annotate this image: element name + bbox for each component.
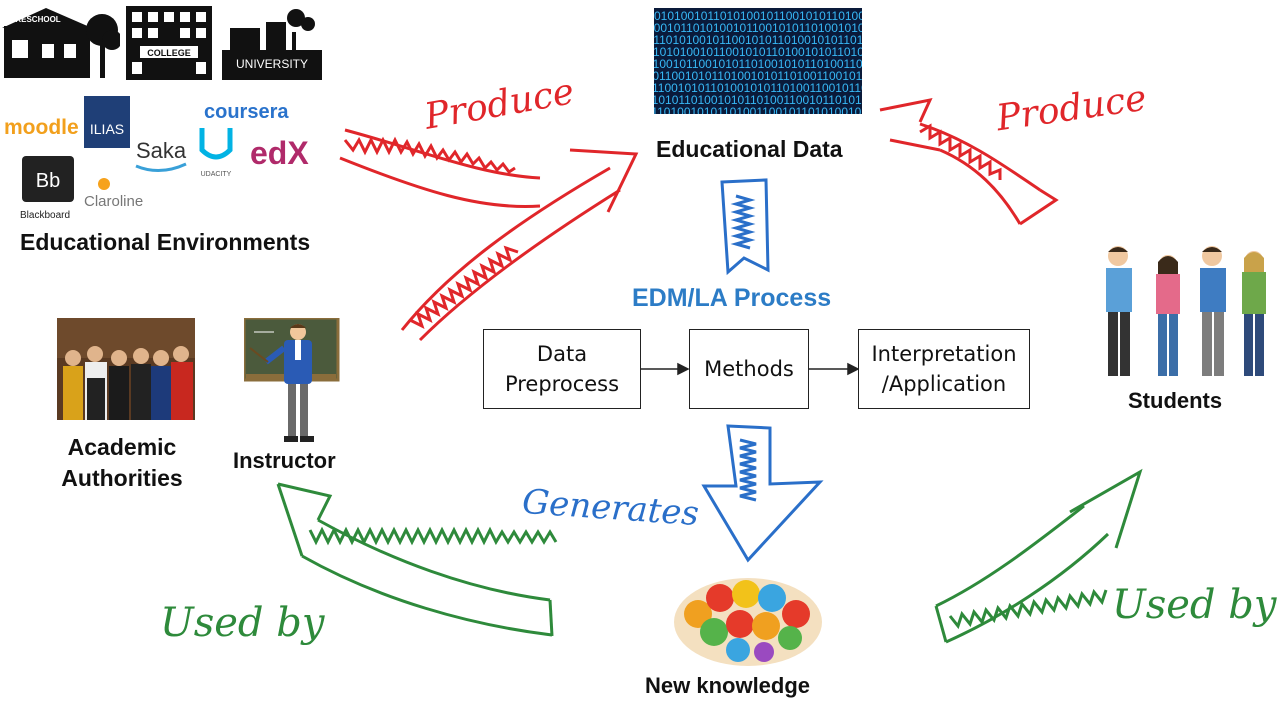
college-building: COLLEGE	[126, 6, 212, 82]
process-step-line1: Interpretation	[871, 342, 1017, 366]
coursera-logo: coursera	[204, 101, 289, 123]
generates-arrow	[701, 424, 824, 563]
college-label: COLLEGE	[147, 48, 191, 58]
university-building: UNIVERSITY	[222, 2, 328, 82]
binary-row: 1001011010100101100101011010010101101001…	[654, 21, 862, 35]
binary-data-image: 0101001011010100101100101011010010101101…	[654, 8, 862, 114]
academic-authorities-line1: Academic	[67, 434, 177, 460]
edm-process-title: EDM/LA Process	[632, 284, 832, 312]
university-label: UNIVERSITY	[236, 57, 308, 71]
platform-logos-panel: moodle ILIAS Saka coursera UDACITY edX B…	[0, 90, 330, 221]
binary-row: 0101011010010101101001100101101010010110…	[654, 93, 862, 107]
used-by-left-arrow	[276, 482, 558, 637]
data-to-process-arrow	[720, 178, 770, 276]
students-illustration	[1088, 240, 1278, 386]
process-step-methods: Methods	[689, 329, 809, 409]
binary-row: 1011010100101100101011010010101101001100…	[654, 33, 862, 47]
used-by-left-label: Used by	[160, 600, 325, 646]
blackboard-label: Blackboard	[20, 210, 70, 220]
process-step-line1: Methods	[704, 357, 794, 381]
udacity-label: UDACITY	[201, 171, 232, 178]
process-step-data-preprocess: Data Preprocess	[483, 329, 641, 409]
process-step-line1: Data	[536, 342, 588, 366]
binary-row: 1011010010101101001100101101010010110100…	[654, 105, 862, 114]
binary-row: 1100101011010010101101001100101101010010…	[654, 81, 862, 95]
produce-right-arrow	[879, 97, 1059, 226]
binary-row: 0101100101011010010101101001100101101010…	[654, 69, 862, 83]
preschool-label: PRESCHOOL	[10, 15, 61, 24]
new-knowledge-caption: New knowledge	[645, 673, 811, 698]
academic-authorities-photo	[57, 318, 195, 420]
preschool-building: PRESCHOOL	[2, 4, 122, 80]
produce-left-arrow	[339, 128, 639, 342]
process-step-line2: Preprocess	[504, 372, 620, 396]
instructor-caption: Instructor	[233, 448, 336, 473]
process-connectors	[640, 362, 860, 376]
knowledge-brain-image	[668, 574, 828, 670]
used-by-right-arrow	[934, 468, 1143, 644]
used-by-right-label: Used by	[1112, 582, 1277, 628]
moodle-logo: moodle	[4, 116, 79, 139]
educational-data-caption: Educational Data	[656, 136, 843, 162]
blackboard-icon: Bb	[36, 170, 60, 192]
binary-row: 0100101100101011010010101101001100101101…	[654, 57, 862, 71]
educational-environments-caption: Educational Environments	[20, 229, 311, 255]
students-caption: Students	[1128, 388, 1223, 413]
process-step-interpretation: Interpretation /Application	[858, 329, 1030, 409]
saka-logo: Saka	[136, 138, 187, 163]
instructor-figure	[242, 316, 340, 446]
claroline-logo: Claroline	[84, 193, 143, 210]
academic-authorities-line2: Authorities	[61, 465, 183, 491]
binary-row: 1010100101100101011010010101101001100101…	[654, 45, 862, 59]
binary-row: 0101001011010100101100101011010010101101…	[654, 9, 862, 23]
edx-logo: edX	[250, 135, 309, 171]
ilias-logo: ILIAS	[90, 121, 124, 137]
udacity-icon	[199, 128, 233, 160]
process-step-line2: /Application	[881, 372, 1007, 396]
academic-authorities-caption: Academic Authorities	[40, 432, 204, 494]
